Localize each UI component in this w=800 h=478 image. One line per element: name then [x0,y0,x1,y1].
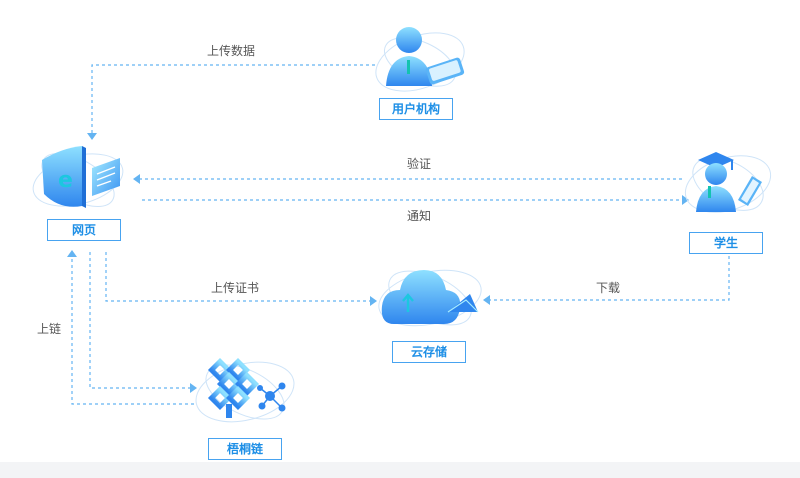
edge-label-upload-data: 上传数据 [207,44,256,58]
edge-upload-cert [105,252,377,306]
edge-label-on-chain: 上链 [37,322,62,336]
bottom-band [0,462,800,478]
edge-label-upload-cert: 上传证书 [211,281,260,295]
edge-on-chain [67,250,194,405]
edge-notify [142,195,689,205]
edge-download [483,256,730,305]
chain-label: 梧桐链 [208,438,282,460]
institution-icon [375,27,465,92]
edge-to-chain [89,252,197,393]
edge-label-verify: 验证 [407,157,432,171]
student-icon [684,152,772,213]
edge-label-download: 下载 [596,281,621,295]
edge-verify [133,174,682,184]
chain-icon [195,357,295,423]
cloud-label: 云存储 [392,341,466,363]
webpage-icon: e [32,146,124,208]
edge-label-notify: 通知 [407,209,432,223]
edge-upload-data [87,64,375,140]
student-label: 学生 [689,232,763,254]
institution-label: 用户机构 [379,98,453,120]
webpage-label: 网页 [47,219,121,241]
svg-text:e: e [58,168,73,193]
cloud-icon [378,269,482,327]
